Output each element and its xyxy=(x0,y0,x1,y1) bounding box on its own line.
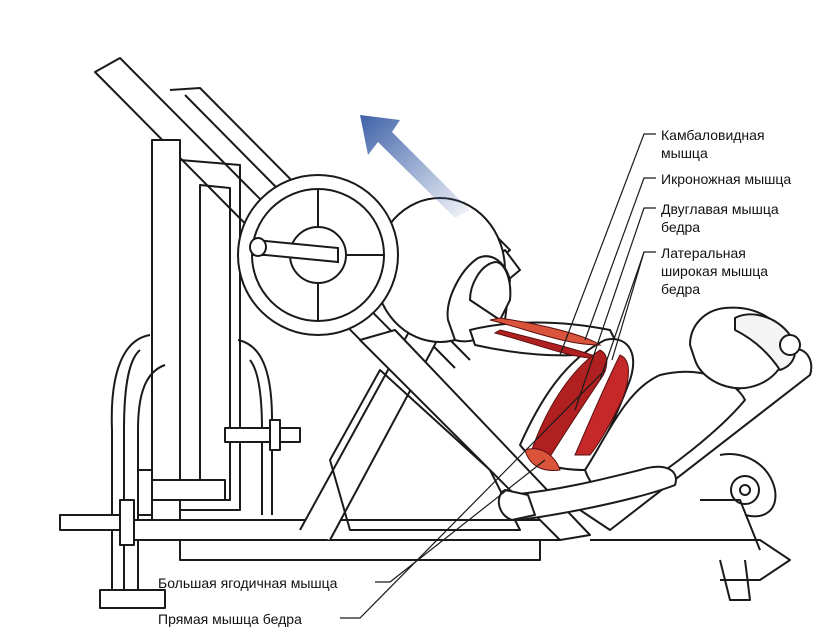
leader-gastrocnemius xyxy=(584,177,656,341)
leader-rectus xyxy=(340,369,606,619)
muscle-gastrocnemius xyxy=(489,317,602,346)
leader-biceps-femoris xyxy=(574,207,656,411)
label-biceps-femoris: Двуглавая мышца бедра xyxy=(661,201,779,235)
direction-arrow-icon xyxy=(360,115,470,218)
label-rectus-femoris: Прямая мышца бедра xyxy=(158,611,302,627)
leader-vastus-lateralis-2 xyxy=(611,251,645,361)
label-soleus: Камбаловидная мышца xyxy=(661,127,765,161)
leader-gluteus xyxy=(375,459,546,583)
leader-soleus xyxy=(559,133,656,356)
muscle-vastus-lateralis xyxy=(574,354,629,456)
label-gluteus-maximus: Большая ягодичная мышца xyxy=(158,575,338,591)
label-gastrocnemius: Икроножная мышца xyxy=(661,171,792,187)
athlete-figure xyxy=(446,255,801,521)
muscle-gluteus xyxy=(524,448,561,471)
leader-lines xyxy=(340,133,656,619)
label-vastus-lateralis: Латеральная широкая мышца бедра xyxy=(661,245,769,297)
